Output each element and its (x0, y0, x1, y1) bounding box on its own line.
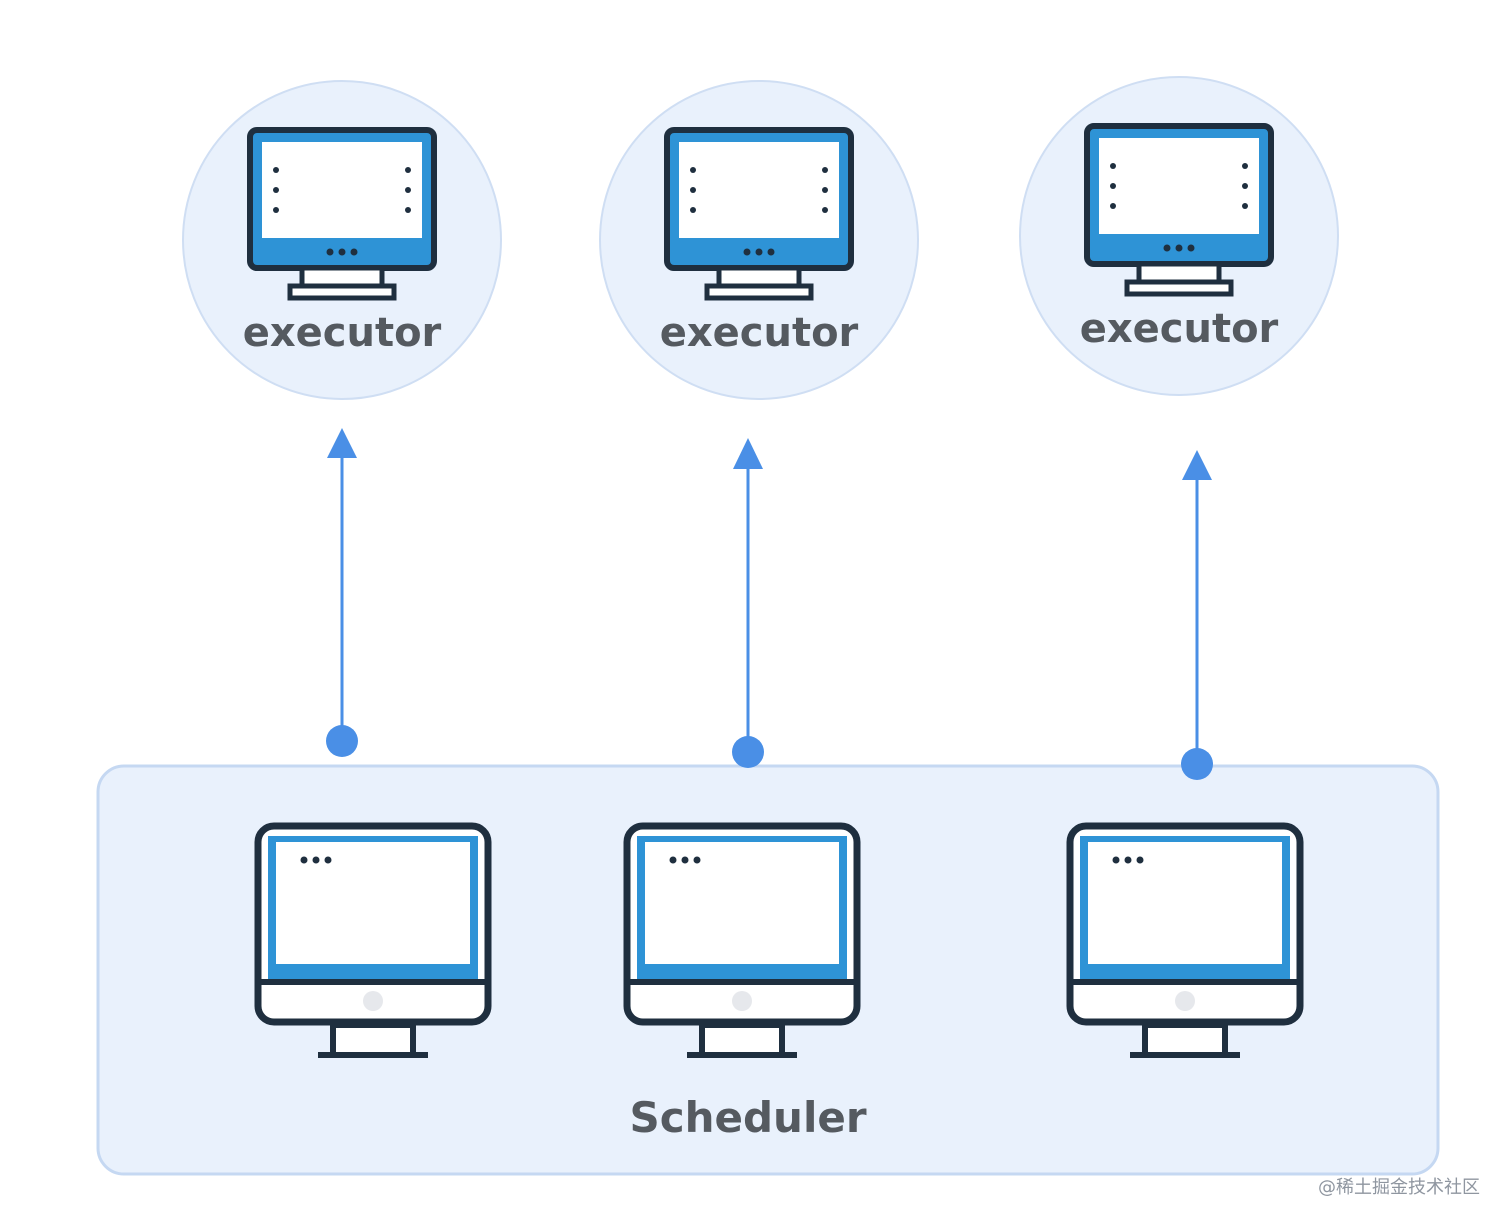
desktop-computer-icon (1066, 822, 1304, 1058)
desktop-computer-icon (254, 822, 492, 1058)
arrowhead-up-icon (1182, 450, 1212, 480)
executor-node-2: executor (599, 80, 919, 400)
connector-3 (1181, 450, 1213, 780)
executor-label: executor (1080, 306, 1279, 352)
executor-node-3: executor (1019, 76, 1339, 396)
monitor-icon (247, 127, 437, 301)
connector-2 (732, 438, 764, 768)
connector-origin-dot (732, 736, 764, 768)
connector-1 (326, 428, 358, 757)
watermark: @稀土掘金技术社区 (1318, 1177, 1480, 1198)
arrowhead-up-icon (327, 428, 357, 458)
connector-origin-dot (1181, 748, 1213, 780)
scheduler-machine-1 (254, 822, 492, 1058)
desktop-computer-icon (623, 822, 861, 1058)
scheduler-group: Scheduler (96, 764, 1440, 1176)
scheduler-label: Scheduler (629, 1093, 866, 1142)
connector-origin-dot (326, 725, 358, 757)
arrowhead-up-icon (733, 438, 763, 469)
monitor-icon (664, 127, 854, 301)
executor-node-1: executor (182, 80, 502, 400)
monitor-icon (1084, 123, 1274, 297)
executor-label: executor (243, 310, 442, 356)
executor-label: executor (660, 310, 859, 356)
scheduler-machine-3 (1066, 822, 1304, 1058)
scheduler-machine-2 (623, 822, 861, 1058)
